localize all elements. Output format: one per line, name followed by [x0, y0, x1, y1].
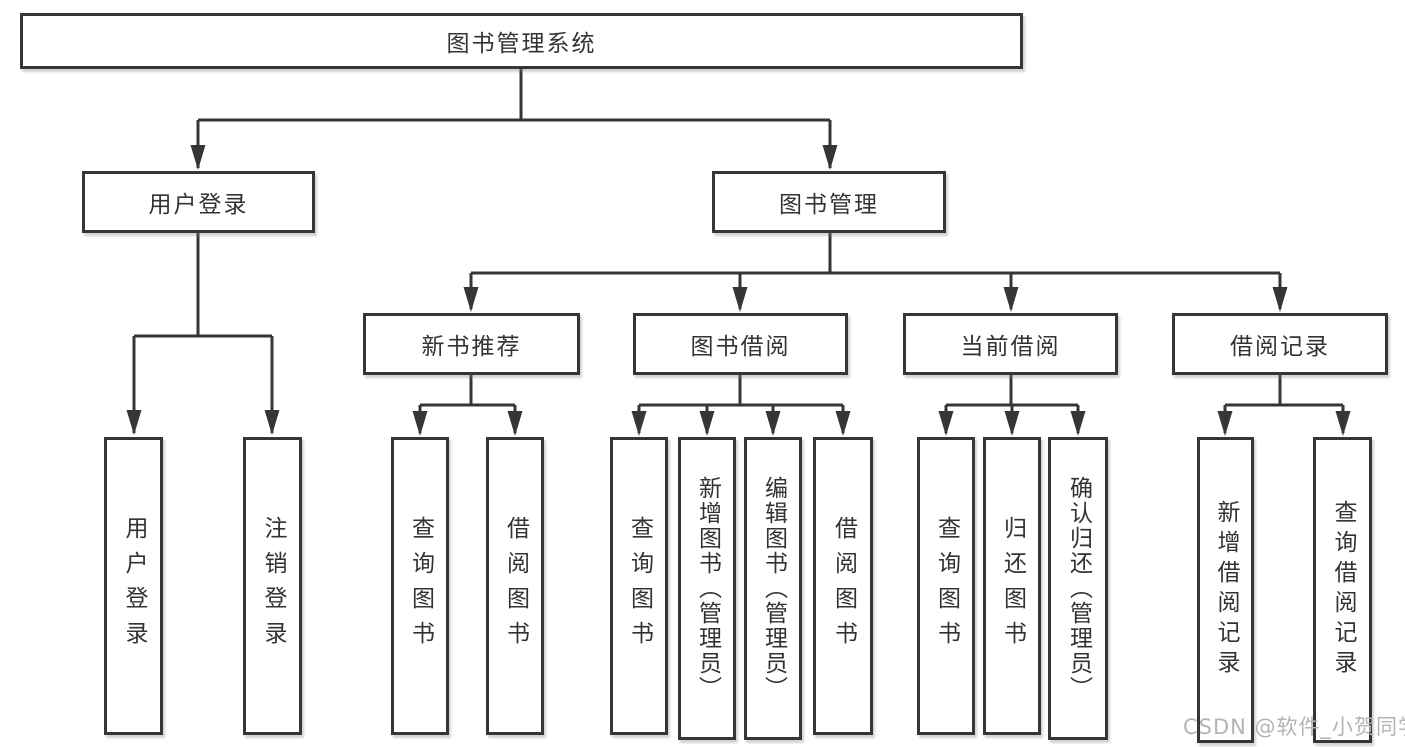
leaf-newbook-query: 查询图书 [391, 437, 449, 735]
arrow-down-icon [1217, 411, 1233, 436]
node-new-book-recommend: 新书推荐 [363, 313, 580, 375]
leaf-newbook-borrow: 借阅图书 [486, 437, 544, 735]
connector-login-arrows [126, 410, 280, 435]
arrow-down-icon [835, 411, 851, 436]
connector-management-arrows [463, 287, 1288, 312]
arrow-down-icon [822, 145, 838, 170]
arrow-down-icon [264, 410, 280, 435]
arrow-down-icon [699, 411, 715, 436]
leaf-borrow-borrow: 借阅图书 [813, 437, 873, 735]
connector-current-arrows [938, 411, 1086, 436]
arrow-down-icon [1004, 411, 1020, 436]
node-book-management: 图书管理 [712, 171, 946, 233]
arrow-down-icon [938, 411, 954, 436]
arrow-down-icon [765, 411, 781, 436]
arrow-down-icon [1070, 411, 1086, 436]
arrow-down-icon [126, 410, 142, 435]
leaf-borrow-add-admin: 新增图书（管理员） [678, 437, 736, 740]
arrow-down-icon [190, 145, 206, 170]
arrow-down-icon [412, 411, 428, 436]
leaf-records-query: 查询借阅记录 [1313, 437, 1372, 743]
connector-root [196, 69, 832, 168]
node-user-login: 用户登录 [82, 171, 315, 233]
node-current-borrow: 当前借阅 [903, 313, 1118, 375]
connector-root-arrows [190, 145, 838, 170]
arrow-down-icon [507, 411, 523, 436]
leaf-logout: 注销登录 [243, 437, 302, 735]
connector-records-branch [1223, 375, 1345, 433]
connector-borrow-arrows [631, 411, 851, 436]
connector-borrow-branch [637, 375, 845, 433]
arrow-down-icon [463, 287, 479, 312]
arrow-down-icon [1003, 287, 1019, 312]
arrow-down-icon [732, 287, 748, 312]
node-book-borrow: 图书借阅 [633, 313, 848, 375]
leaf-current-confirm-admin: 确认归还（管理员） [1048, 437, 1108, 740]
leaf-borrow-edit-admin: 编辑图书（管理员） [744, 437, 802, 740]
leaf-current-query: 查询图书 [917, 437, 975, 735]
node-root: 图书管理系统 [20, 13, 1023, 69]
arrow-down-icon [631, 411, 647, 436]
leaf-user-login: 用户登录 [104, 437, 163, 735]
connector-newbook-arrows [412, 411, 523, 436]
connector-newbook-branch [418, 375, 517, 433]
leaf-records-add: 新增借阅记录 [1197, 437, 1254, 743]
connector-login-branch [132, 233, 274, 433]
leaf-current-return: 归还图书 [983, 437, 1041, 735]
node-borrow-records: 借阅记录 [1172, 313, 1388, 375]
connector-management-branch [469, 233, 1282, 309]
arrow-down-icon [1272, 287, 1288, 312]
csdn-watermark: CSDN @软件_小贺同学 [1183, 715, 1405, 739]
connector-records-arrows [1217, 411, 1351, 436]
arrow-down-icon [1335, 411, 1351, 436]
leaf-borrow-query: 查询图书 [610, 437, 668, 735]
